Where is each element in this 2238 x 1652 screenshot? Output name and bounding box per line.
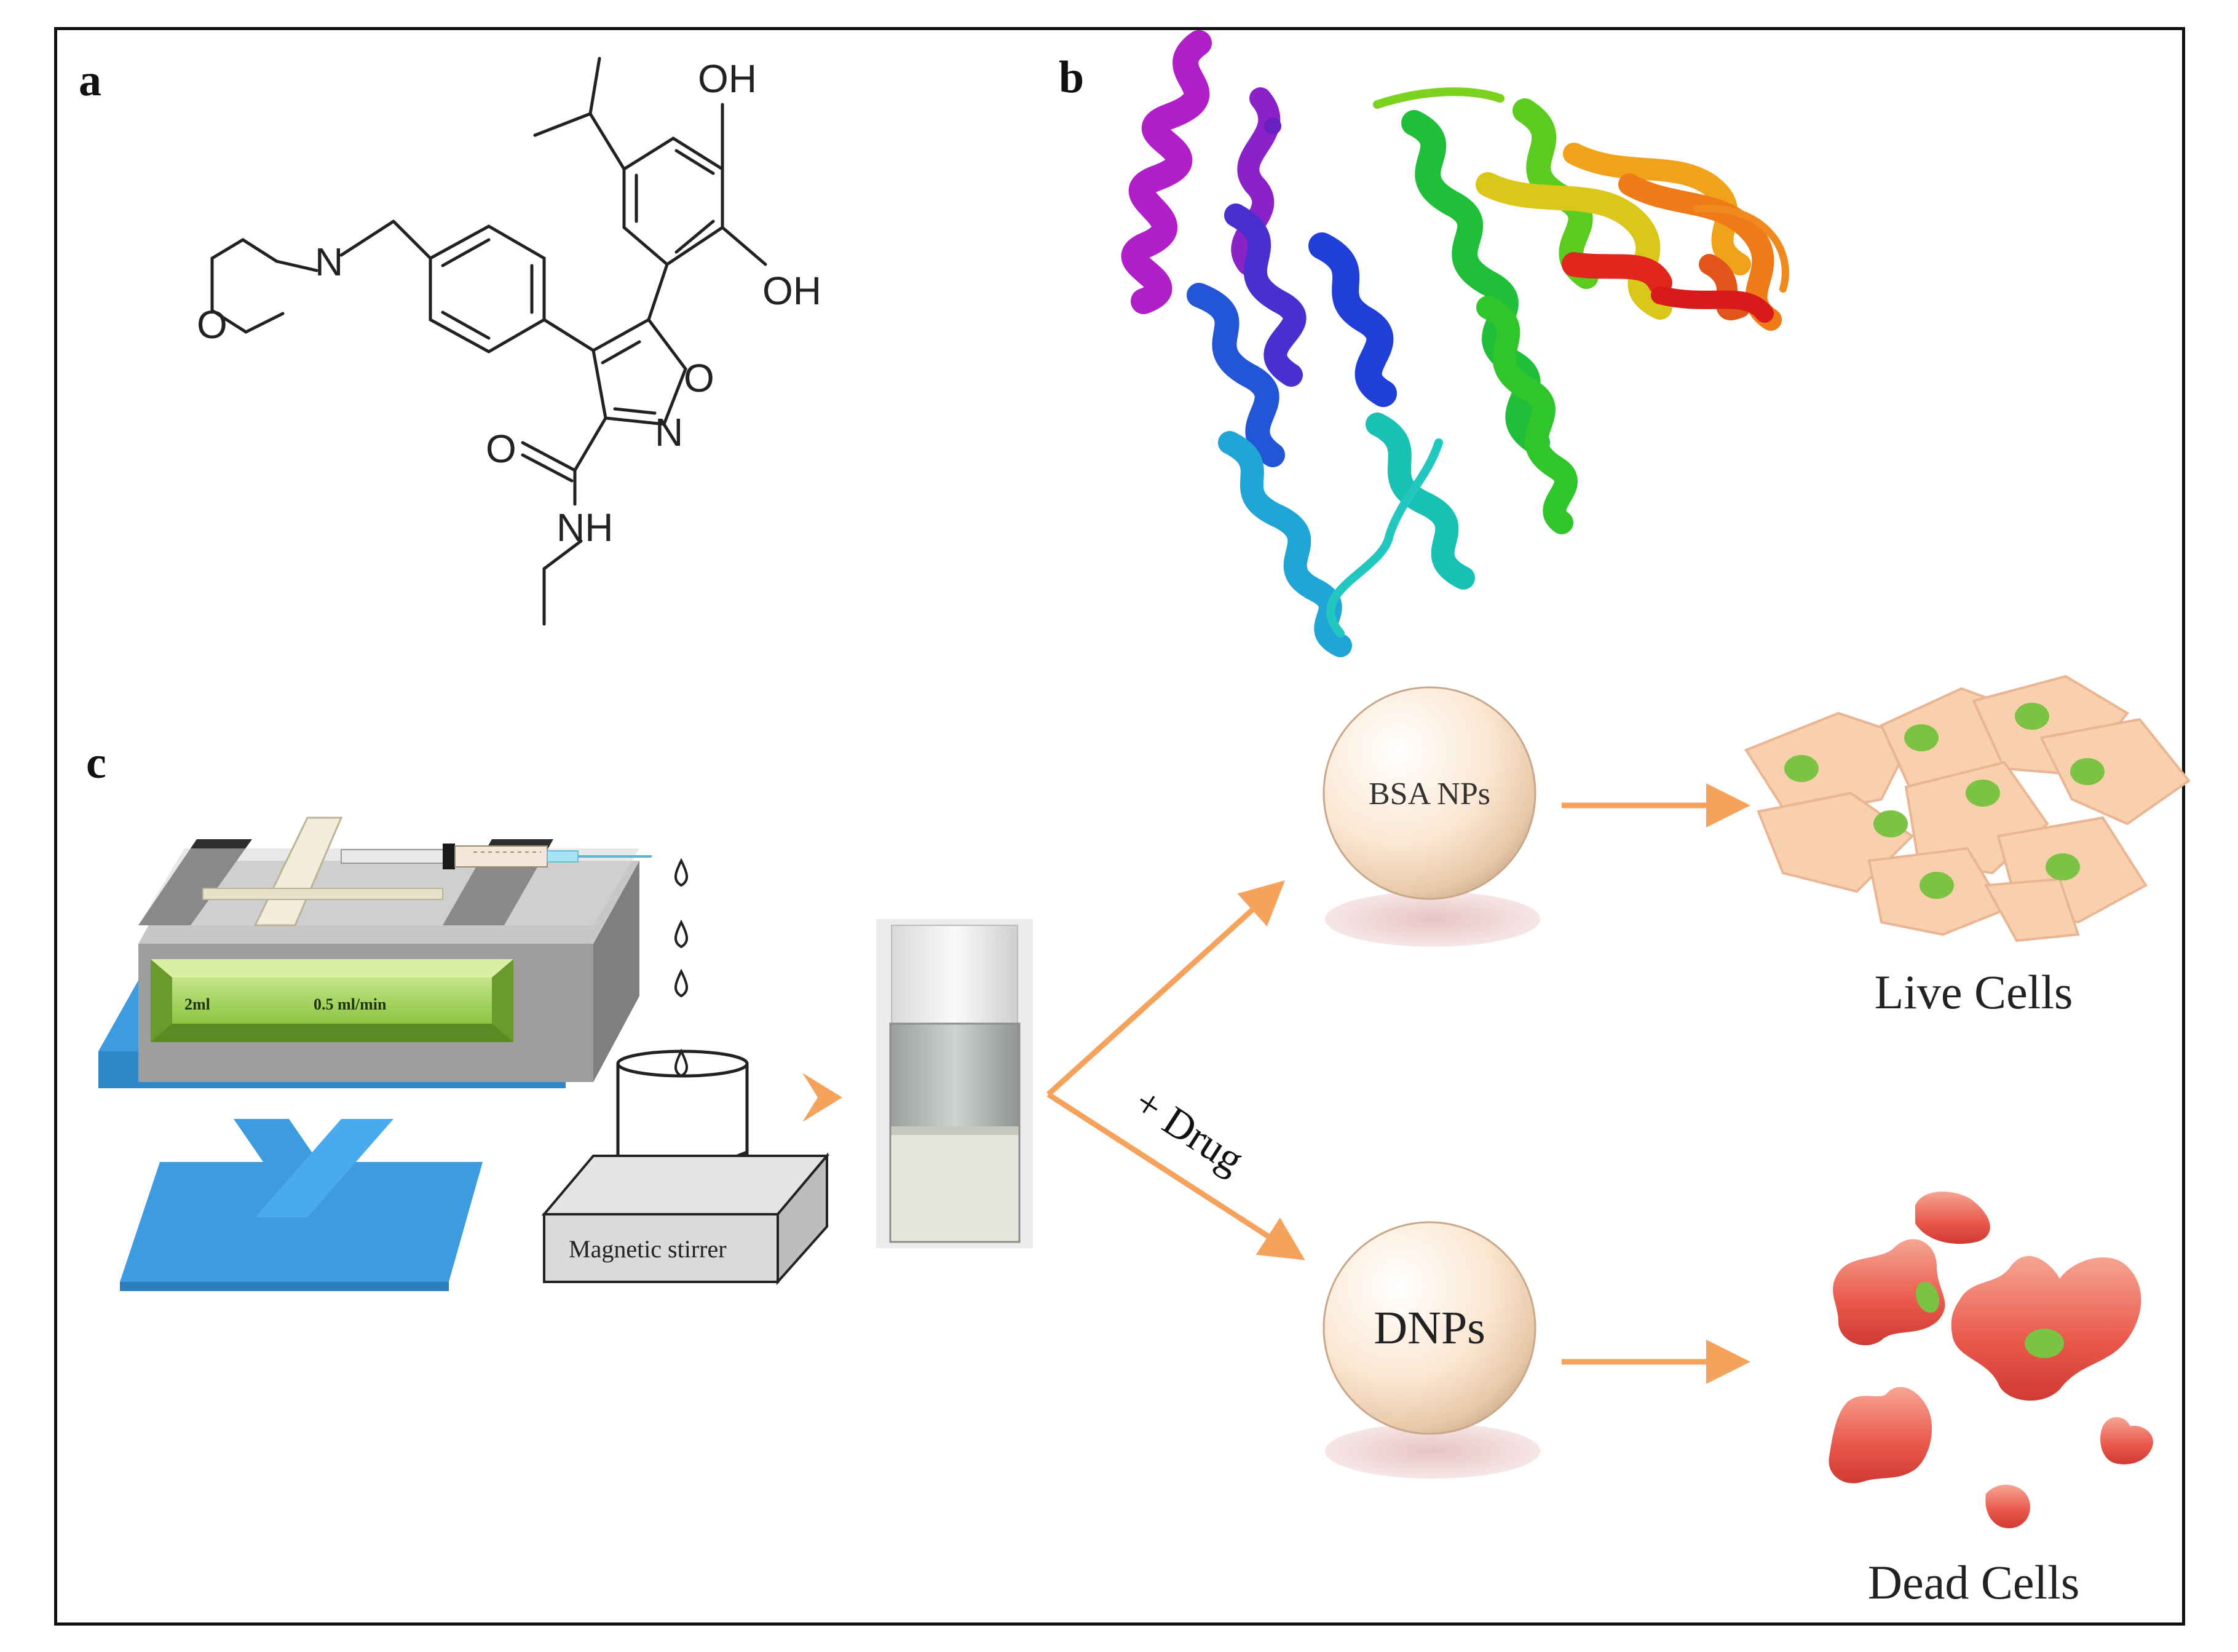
- protein-ribbon-structure: [1121, 30, 1789, 657]
- atom-oh-right: OH: [762, 269, 821, 313]
- chemical-structure: [210, 57, 767, 626]
- dead-cell-nuclei: [1915, 1281, 2064, 1358]
- atom-n-isoxazole: N: [655, 410, 683, 454]
- atom-o-carbonyl: O: [486, 427, 516, 471]
- plus-drug-label: + Drug: [1126, 1078, 1252, 1183]
- dead-cells: [1829, 1192, 2153, 1528]
- live-cell-nuclei: [1784, 703, 2105, 899]
- panel-label-a: a: [79, 55, 101, 106]
- bsa-nps-label: BSA NPs: [1369, 777, 1490, 812]
- figure-frame: [54, 27, 2185, 1626]
- live-cells: [1744, 674, 2191, 943]
- atom-o-isoxazole: O: [684, 356, 714, 400]
- panel-label-c: c: [86, 738, 106, 788]
- atom-oh-top: OH: [698, 57, 757, 101]
- pump-rate-readout: 0.5 ml/min: [314, 995, 387, 1013]
- dnps-label: DNPs: [1374, 1302, 1485, 1354]
- cell-arrows: [1562, 783, 1750, 1384]
- drug-nanoparticle: DNPs: [1323, 1221, 1540, 1479]
- live-cells-label: Live Cells: [1875, 965, 2073, 1019]
- syringe-pump: 2ml 0.5 ml/min: [98, 816, 652, 1291]
- magnetic-stirrer-label: Magnetic stirrer: [569, 1235, 727, 1263]
- panel-label-b: b: [1059, 52, 1084, 103]
- atom-nh: NH: [556, 505, 613, 550]
- atom-n-morpholine: N: [315, 240, 343, 284]
- branch-arrows: [1046, 880, 1305, 1260]
- dead-cells-label: Dead Cells: [1868, 1555, 2079, 1609]
- pump-volume-readout: 2ml: [184, 995, 210, 1013]
- arrow-to-vial: [802, 1073, 842, 1122]
- bsa-nanoparticle: BSA NPs: [1323, 686, 1540, 947]
- vial-photo: [876, 919, 1033, 1248]
- atom-o-morpholine: O: [197, 302, 227, 347]
- beaker-on-stirrer: Magnetic stirrer: [541, 1049, 830, 1286]
- droplets: [674, 858, 688, 1078]
